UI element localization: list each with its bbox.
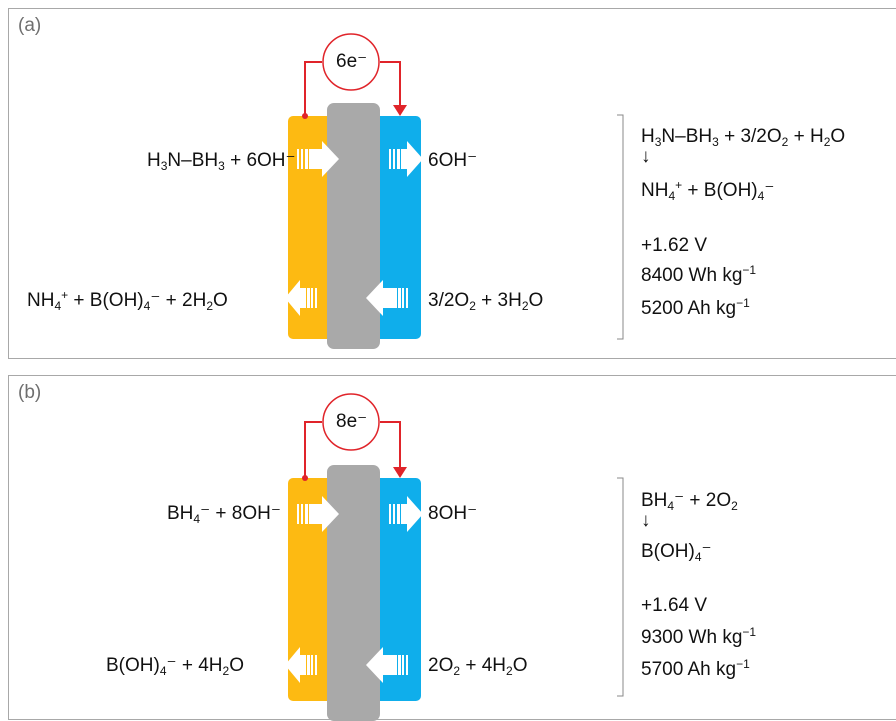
anode-top-reaction: H3N–BH3 + 6OH⁻ (147, 150, 296, 173)
anode-bottom-reaction: B(OH)4⁻ + 4H2O (106, 655, 244, 678)
electron-circle (322, 33, 380, 91)
panel-b: (b) 8e⁻ BH4⁻ + 8OH⁻ B(OH)4⁻ + 4H2O 8OH⁻ … (8, 375, 896, 721)
electron-count: 8e⁻ (336, 411, 368, 432)
cathode-top-reaction: 6OH⁻ (428, 150, 478, 171)
anode-bottom-reaction: NH4+ + B(OH)4⁻ + 2H2O (27, 288, 228, 313)
bracket (617, 114, 624, 340)
overall-products: NH4+ + B(OH)4⁻ (641, 178, 775, 203)
cathode-top-reaction: 8OH⁻ (428, 503, 478, 524)
arrow-cathode-out (389, 141, 423, 177)
panel-label: (a) (18, 15, 42, 36)
wire-dot-anode (302, 475, 308, 481)
anode-top-reaction: BH4⁻ + 8OH⁻ (167, 503, 281, 526)
panel-label: (b) (18, 382, 42, 403)
membrane (327, 103, 380, 349)
arrow-cathode-in (366, 647, 408, 683)
overall-reactants: BH4⁻ + 2O2 (641, 490, 738, 513)
capacity: 5200 Ah kg−1 (641, 296, 750, 319)
overall-reactants: H3N–BH3 + 3/2O2 + H2O (641, 126, 846, 149)
arrow-cathode-in (366, 280, 408, 316)
electron-count: 6e⁻ (336, 51, 368, 72)
arrow-cathode-out (389, 496, 423, 532)
electron-wire (304, 61, 401, 116)
arrow-anode-in (297, 496, 339, 532)
overall-products: B(OH)4⁻ (641, 541, 712, 564)
fuel-cell-diagram (285, 393, 624, 721)
wire-arrowhead (393, 105, 407, 116)
wire-arrowhead (393, 467, 407, 478)
electron-wire (304, 421, 401, 478)
cell-voltage: +1.62 V (641, 235, 708, 256)
arrow-anode-out (285, 280, 317, 316)
cathode-bottom-reaction: 2O2 + 4H2O (428, 655, 528, 678)
cell-voltage: +1.64 V (641, 595, 708, 616)
arrow-anode-in (297, 141, 339, 177)
arrow-anode-out (285, 647, 317, 683)
membrane (327, 465, 380, 721)
reaction-arrow: ↓ (641, 146, 651, 167)
reaction-arrow: ↓ (641, 510, 651, 531)
panel-a: (a) 6e⁻ H3N–BH3 + 6OH (8, 8, 896, 359)
fuel-cell-diagram (285, 33, 624, 349)
energy-density: 8400 Wh kg−1 (641, 263, 757, 286)
capacity: 5700 Ah kg−1 (641, 657, 750, 680)
energy-density: 9300 Wh kg−1 (641, 625, 757, 648)
bracket (617, 477, 624, 697)
cathode-bottom-reaction: 3/2O2 + 3H2O (428, 290, 544, 313)
wire-dot-anode (302, 113, 308, 119)
electron-circle (322, 393, 380, 451)
